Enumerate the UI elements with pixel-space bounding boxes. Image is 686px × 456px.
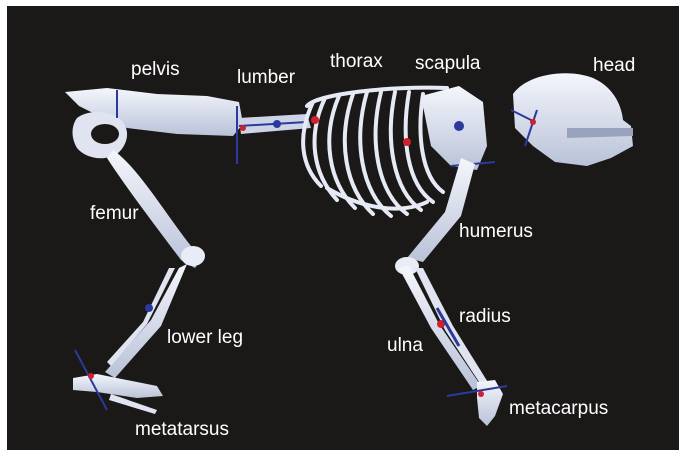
label-thorax: thorax [330, 52, 383, 72]
label-lower-leg: lower leg [167, 328, 243, 348]
label-pelvis: pelvis [131, 60, 180, 80]
humerus-bone [395, 158, 475, 275]
skull [511, 73, 633, 166]
label-metatarsus: metatarsus [135, 420, 229, 440]
label-ulna: ulna [387, 336, 423, 356]
label-lumber: lumber [237, 68, 295, 88]
label-radius: radius [459, 307, 511, 327]
label-scapula: scapula [415, 54, 481, 74]
label-humerus: humerus [459, 222, 533, 242]
forearm-bones [399, 266, 489, 390]
skeleton-illustration [7, 6, 679, 450]
label-femur: femur [90, 204, 139, 224]
lumbar-spine [239, 114, 311, 134]
scapula-bone [421, 86, 495, 170]
skeleton-figure: pelvis lumber thorax scapula head femur … [7, 6, 679, 450]
pelvis-bone [65, 88, 243, 164]
label-head: head [593, 56, 635, 76]
label-metacarpus: metacarpus [509, 399, 608, 419]
lower-leg-bones [105, 264, 187, 378]
metacarpus-bones [447, 380, 507, 426]
